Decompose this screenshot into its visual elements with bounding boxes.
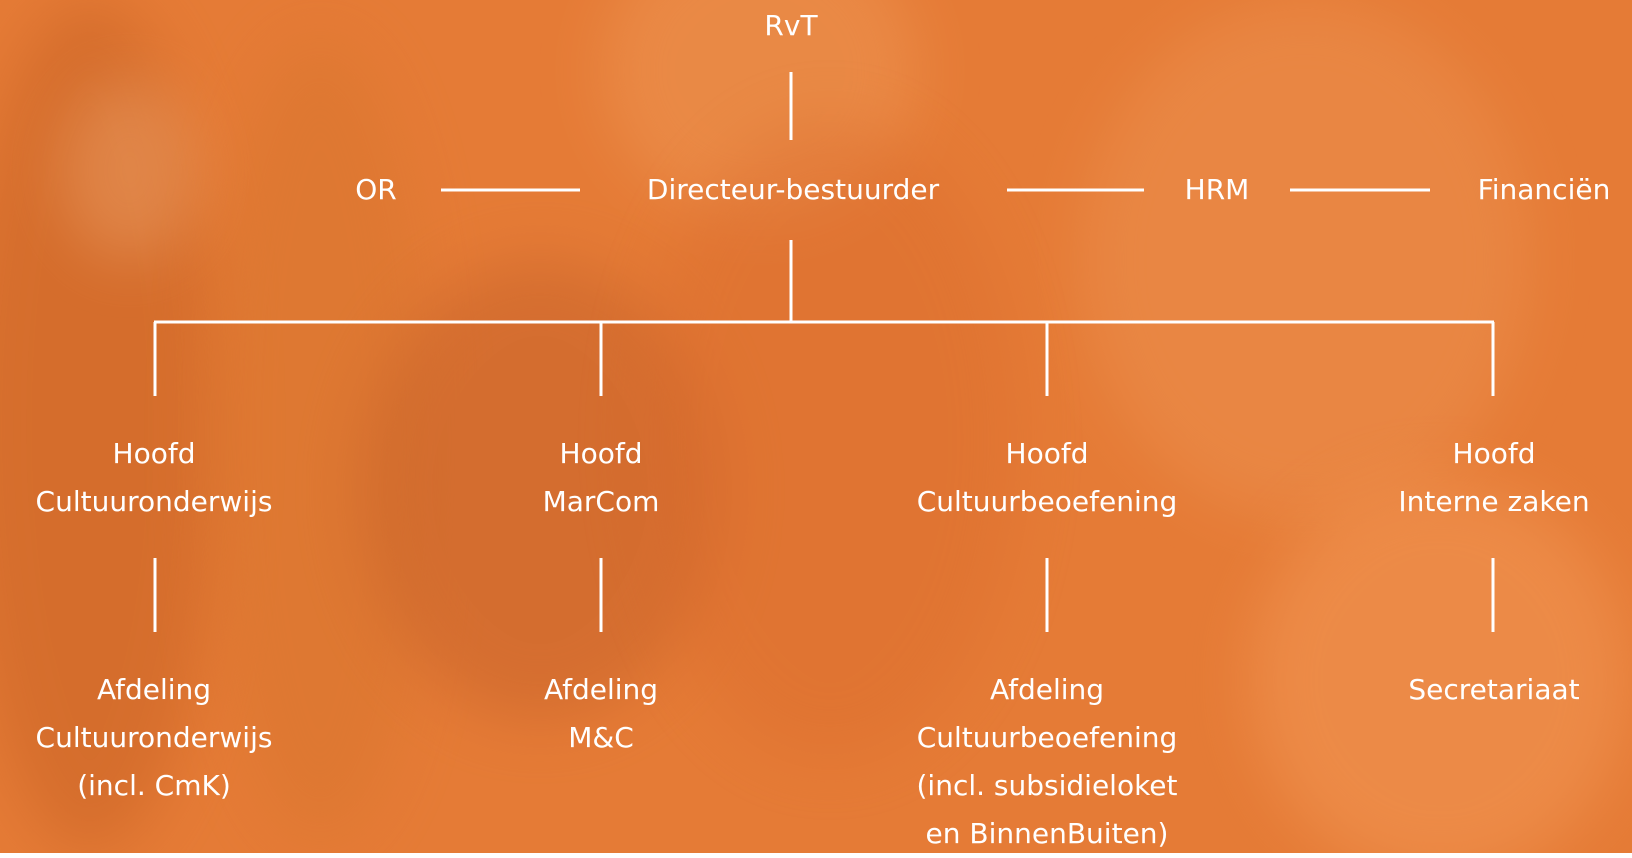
dept-line: (incl. subsidieloket xyxy=(916,769,1178,802)
node-dept-cultuurbeoefening: Afdeling Cultuurbeoefening (incl. subsid… xyxy=(916,666,1177,858)
node-head-marcom: Hoofd MarCom xyxy=(543,430,660,526)
head-line1: Hoofd xyxy=(112,437,196,470)
node-dept-secretariaat: Secretariaat xyxy=(1408,666,1579,714)
node-rvt-label: RvT xyxy=(764,9,818,42)
node-hrm: HRM xyxy=(1185,166,1250,214)
node-or: OR xyxy=(355,166,397,214)
dept-line: (incl. CmK) xyxy=(77,769,231,802)
node-head-cultuuronderwijs: Hoofd Cultuuronderwijs xyxy=(36,430,273,526)
dept-line: Afdeling xyxy=(543,673,659,706)
node-hrm-label: HRM xyxy=(1184,173,1250,206)
node-rvt: RvT xyxy=(764,2,817,50)
node-head-cultuurbeoefening: Hoofd Cultuurbeoefening xyxy=(917,430,1178,526)
node-financien: Financiën xyxy=(1478,166,1611,214)
head-line2: MarCom xyxy=(542,485,660,518)
node-dept-mc: Afdeling M&C xyxy=(544,666,658,762)
node-financien-label: Financiën xyxy=(1477,173,1611,206)
head-line2: Interne zaken xyxy=(1398,485,1590,518)
head-line1: Hoofd xyxy=(559,437,643,470)
head-line2: Cultuuronderwijs xyxy=(35,485,273,518)
dept-line: Afdeling xyxy=(96,673,212,706)
node-dept-cultuuronderwijs: Afdeling Cultuuronderwijs (incl. CmK) xyxy=(36,666,273,810)
dept-line: Cultuuronderwijs xyxy=(35,721,273,754)
head-line1: Hoofd xyxy=(1452,437,1536,470)
dept-line: M&C xyxy=(568,721,634,754)
dept-line: Cultuurbeoefening xyxy=(916,721,1178,754)
node-directeur-label: Directeur-bestuurder xyxy=(646,173,940,206)
node-or-label: OR xyxy=(355,173,397,206)
dept-line: Secretariaat xyxy=(1408,673,1580,706)
dept-line: Afdeling xyxy=(989,673,1105,706)
node-directeur-bestuurder: Directeur-bestuurder xyxy=(647,166,939,214)
head-line1: Hoofd xyxy=(1005,437,1089,470)
node-head-interne-zaken: Hoofd Interne zaken xyxy=(1398,430,1589,526)
dept-line: en BinnenBuiten) xyxy=(925,817,1169,850)
head-line2: Cultuurbeoefening xyxy=(916,485,1178,518)
